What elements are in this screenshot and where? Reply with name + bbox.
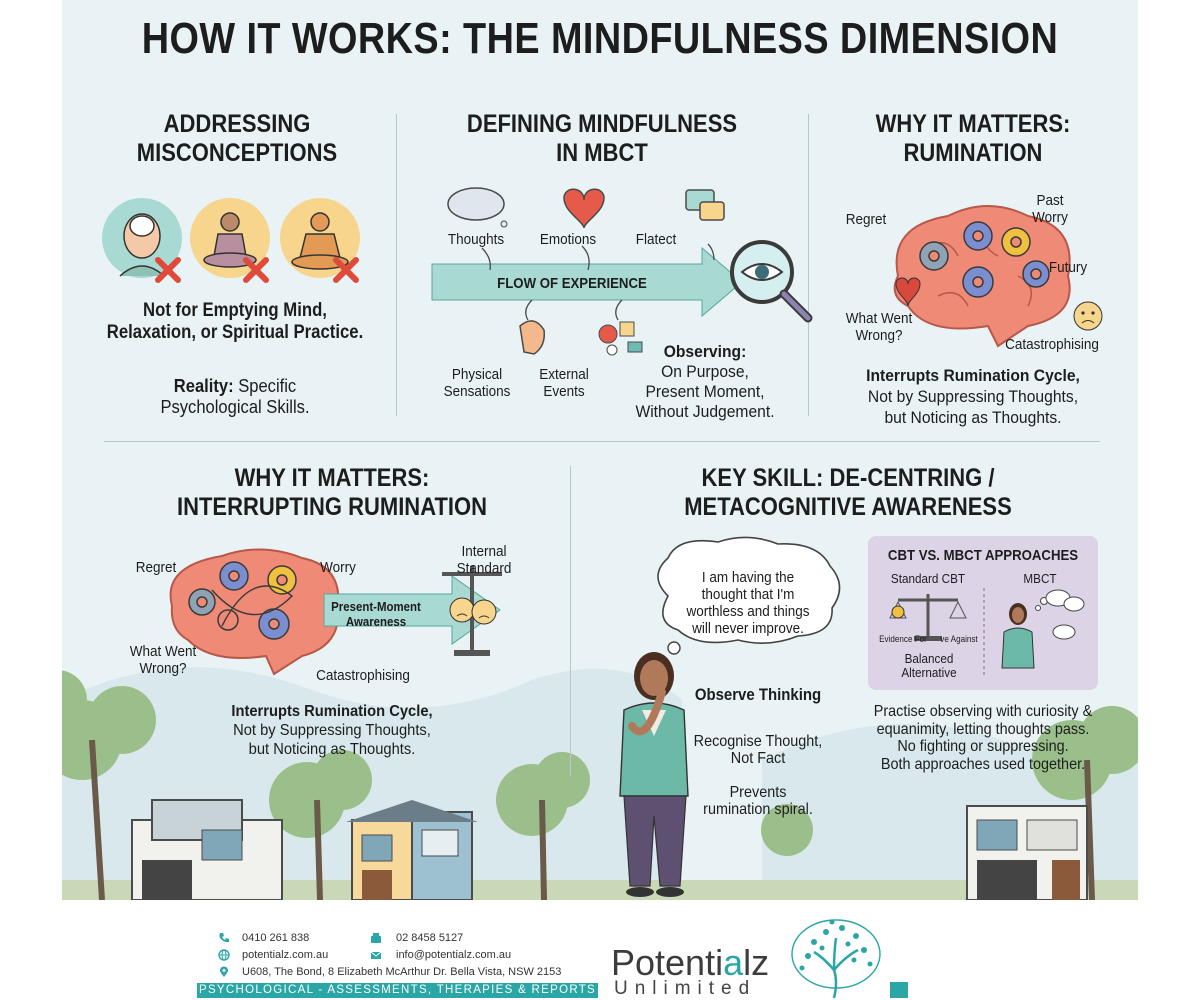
label-evidence-against: ve Against (940, 634, 978, 644)
brain-gears-illustration (893, 205, 1103, 348)
interrupting-summary: Interrupts Rumination Cycle, Not by Supp… (231, 703, 433, 758)
awareness-arrow (323, 575, 501, 645)
footer-email[interactable]: info@potentialz.com.au (396, 949, 512, 961)
background-scenery (62, 667, 1138, 900)
label-flatect: Flatect (635, 231, 677, 248)
footer-website[interactable]: potentialz.com.au (242, 949, 329, 961)
footer-phone[interactable]: 0410 261 838 (242, 932, 310, 944)
observe-thinking: Observe Thinking (694, 685, 822, 704)
divider (808, 114, 809, 416)
flow-arrow (431, 246, 743, 318)
label-worry: Worry (320, 559, 356, 576)
section-heading-defining: DEFINING MINDFULNESS IN MBCT (466, 110, 738, 167)
divider (396, 114, 397, 416)
label-evidence-for: Evidence For (879, 634, 927, 644)
fax-icon (371, 933, 381, 943)
thought-cloud-icon (447, 187, 508, 228)
brain-awareness-illustration (169, 548, 502, 676)
globe-icon (218, 949, 230, 961)
label-balanced-alternative: Balanced Alternative (901, 651, 957, 680)
mbct-person (1001, 589, 1085, 669)
divider (104, 441, 1100, 442)
observing-text: Observing: On Purpose, Present Moment, W… (635, 342, 775, 421)
section-heading-interrupting: WHY IT MATTERS: INTERRUPTING RUMINATION (176, 464, 488, 521)
section-heading-rumination: WHY IT MATTERS: RUMINATION (875, 110, 1071, 167)
section-heading-decentring: KEY SKILL: DE-CENTRING / METACOGNITIVE A… (684, 464, 1012, 521)
thought-text: I am having the thought that I'm worthle… (686, 569, 810, 637)
flow-of-experience-diagram (431, 187, 813, 356)
email-icon (370, 951, 382, 959)
cbt-scales-illustration (889, 588, 1085, 678)
label-regret-2: Regret (135, 559, 177, 576)
practise-text: Practise observing with curiosity & equa… (873, 703, 1093, 773)
cbt-comparison-title: CBT VS. MBCT APPROACHES (887, 547, 1079, 564)
recognise-text: Recognise Thought, Not Fact (693, 733, 823, 767)
ear-icon (519, 320, 546, 355)
phone-icon (219, 933, 229, 943)
worried-face-icon (1073, 301, 1103, 331)
chat-bubbles-icon (685, 189, 725, 221)
divider (570, 466, 571, 776)
label-future: Futury (1048, 259, 1088, 276)
location-pin-icon (220, 966, 228, 977)
label-thoughts: Thoughts (447, 231, 505, 248)
rumination-summary: Interrupts Rumination Cycle, Not by Supp… (866, 366, 1080, 427)
cbt-comparison-panel (868, 536, 1098, 690)
label-catastrophising: Catastrophising (1005, 336, 1099, 353)
page-title: HOW IT WORKS: THE MINDFULNESS DIMENSION (141, 14, 1059, 63)
misconception-statement: Not for Emptying Mind, Relaxation, or Sp… (106, 300, 364, 343)
thought-bubble (657, 536, 841, 665)
reality-text: Reality: Specific Psychological Skills. (160, 376, 310, 417)
scales-icon (442, 566, 502, 656)
section-heading-misconceptions: ADDRESSING MISCONCEPTIONS (136, 110, 338, 167)
heart-icon (563, 188, 605, 229)
label-regret: Regret (845, 211, 887, 228)
brand-name: Potentialz (611, 942, 770, 983)
col-mbct: MBCT (1023, 571, 1057, 586)
infographic-poster: HOW IT WORKS: THE MINDFULNESS DIMENSION … (62, 0, 1138, 900)
footer-address: U608, The Bond, 8 Elizabeth McArthur Dr.… (242, 966, 562, 978)
prevents-text: Prevents rumination spiral. (703, 784, 813, 818)
magnifying-eye-icon (730, 240, 813, 323)
footer (0, 900, 1200, 1000)
brand-subtitle: Unlimited (614, 978, 757, 999)
thinking-person-illustration (619, 652, 689, 897)
label-emotions: Emotions (539, 231, 597, 248)
col-standard-cbt: Standard CBT (890, 571, 966, 586)
tree-logo-icon (791, 919, 908, 999)
footer-fax[interactable]: 02 8458 5127 (396, 932, 464, 944)
footer-tagline: PSYCHOLOGICAL - ASSESSMENTS, THERAPIES &… (197, 983, 598, 998)
events-icon (598, 321, 643, 356)
misconception-icons (102, 198, 360, 283)
flow-label: FLOW OF EXPERIENCE (497, 275, 647, 292)
label-catastrophising-2: Catastrophising (316, 667, 410, 684)
